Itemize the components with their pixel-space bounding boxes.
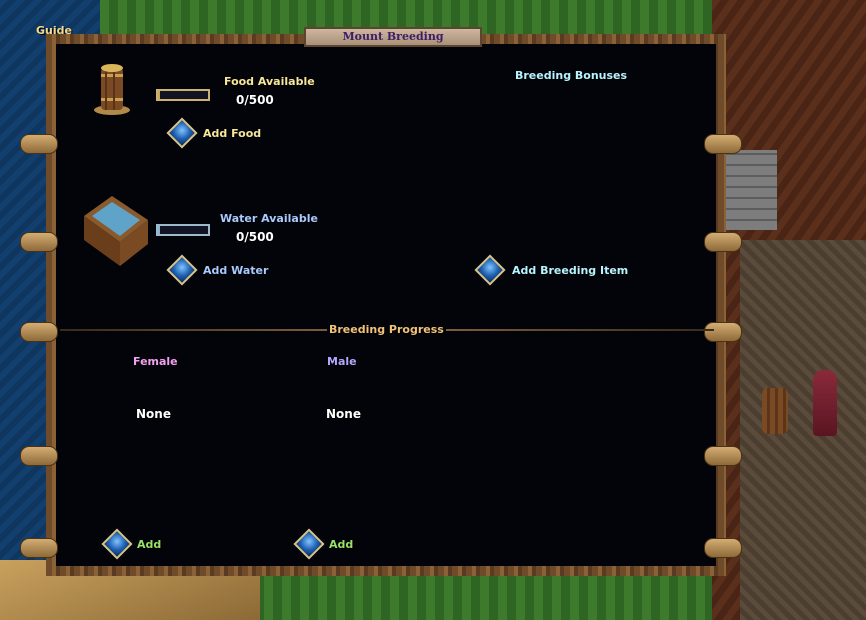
water-meter-fill [158, 226, 160, 234]
water-available-value: 0/500 [236, 230, 274, 244]
breeding-bonuses-heading: Breeding Bonuses [515, 69, 628, 82]
water-trough-icon [84, 196, 148, 266]
female-label: Female [133, 355, 178, 368]
frame-peg [20, 446, 58, 466]
male-value: None [326, 407, 361, 421]
stone-wall [722, 150, 777, 230]
mount-breeding-window[interactable] [46, 34, 726, 576]
frame-peg [20, 134, 58, 154]
frame-peg [704, 446, 742, 466]
female-value: None [136, 407, 171, 421]
world-barrel[interactable] [762, 388, 788, 434]
food-available-value: 0/500 [236, 93, 274, 107]
add-male-label: Add [329, 538, 354, 551]
frame-peg [20, 322, 58, 342]
window-title[interactable]: Mount Breeding [304, 27, 482, 47]
add-water-label: Add Water [203, 264, 269, 277]
frame-peg [704, 322, 742, 342]
house-floor [740, 240, 866, 620]
barrel-icon [94, 64, 130, 115]
frame-peg [704, 134, 742, 154]
add-food-label: Add Food [203, 127, 262, 140]
food-meter-fill [158, 91, 160, 99]
guide-label: Guide [36, 24, 72, 37]
player-character[interactable] [813, 370, 837, 436]
water-meter [156, 224, 210, 236]
add-breeding-item-label: Add Breeding Item [512, 264, 629, 277]
food-meter [156, 89, 210, 101]
male-label: Male [327, 355, 357, 368]
water-available-label: Water Available [220, 212, 318, 225]
frame-peg [704, 538, 742, 558]
frame-peg [704, 232, 742, 252]
frame-peg [20, 538, 58, 558]
breeding-progress-heading: Breeding Progress [327, 323, 446, 336]
add-female-label: Add [137, 538, 162, 551]
frame-peg [20, 232, 58, 252]
food-available-label: Food Available [224, 75, 315, 88]
